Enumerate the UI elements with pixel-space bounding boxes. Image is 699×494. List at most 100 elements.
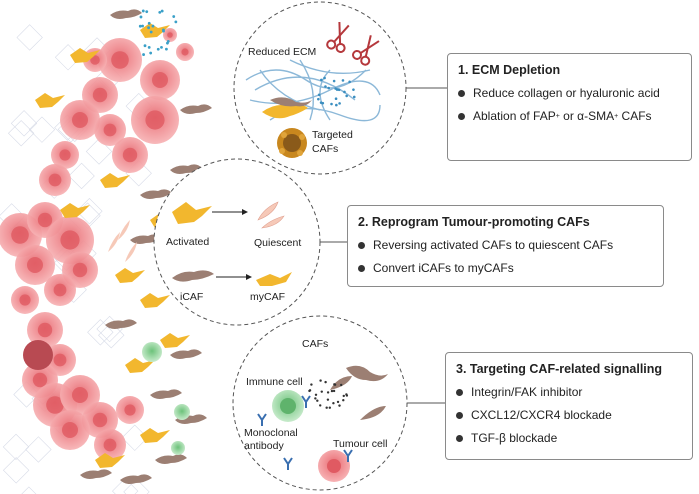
tumour-nucleus bbox=[122, 147, 138, 163]
tumour-nucleus bbox=[11, 226, 29, 244]
antibody-icon bbox=[283, 457, 293, 470]
signal-dot bbox=[143, 44, 147, 48]
ecm-mesh bbox=[2, 433, 30, 461]
targeted-cafs-label: CAFs bbox=[312, 143, 338, 155]
signal-dot bbox=[147, 26, 151, 30]
antibody-label: antibody bbox=[244, 440, 284, 452]
hyaluronic-dot bbox=[341, 79, 345, 82]
tumour-nucleus bbox=[181, 48, 189, 56]
caf bbox=[80, 469, 112, 479]
caf bbox=[110, 9, 142, 19]
tumour-nucleus bbox=[111, 51, 129, 69]
activated-caf-icon bbox=[172, 202, 212, 224]
hyaluronic-dot bbox=[345, 94, 348, 98]
ecm-mesh bbox=[25, 436, 52, 463]
caf-icon bbox=[346, 365, 388, 382]
ecm-depletion-panel: 1. ECM Depletion Reduce collagen or hyal… bbox=[447, 53, 692, 161]
signal-dot bbox=[310, 383, 313, 386]
signal-dot bbox=[342, 394, 345, 398]
signal-dot bbox=[165, 47, 168, 51]
quiescent-caf-icon bbox=[257, 201, 279, 221]
hyaluronic-dot bbox=[324, 85, 327, 88]
hyaluronic-dot bbox=[332, 79, 336, 83]
quiescent-caf bbox=[118, 220, 130, 240]
immune-cell bbox=[171, 441, 185, 455]
signal-dot bbox=[332, 402, 335, 405]
bullet-icon bbox=[458, 112, 465, 120]
tumour-cell-icon bbox=[318, 450, 350, 482]
bullet-icon bbox=[358, 264, 365, 272]
tumour-tissue-illustration bbox=[0, 9, 212, 494]
signal-dot bbox=[320, 390, 323, 393]
signal-dot bbox=[147, 45, 151, 49]
immune-cell bbox=[174, 404, 190, 420]
ecm-fibre bbox=[249, 80, 381, 104]
signal-dot bbox=[162, 29, 165, 33]
tumour-nucleus bbox=[72, 387, 88, 403]
ecm-mesh bbox=[10, 110, 38, 137]
activated-caf bbox=[160, 333, 190, 348]
panel-title: 2. Reprogram Tumour-promoting CAFs bbox=[358, 215, 590, 229]
panel-item: Reduce collagen or hyaluronic acid bbox=[458, 86, 681, 100]
signal-dot bbox=[141, 9, 145, 13]
connectors bbox=[320, 87, 447, 404]
signal-dot bbox=[138, 24, 142, 28]
signal-dot bbox=[174, 20, 178, 24]
panel-title: 3. Targeting CAF-related signalling bbox=[456, 362, 663, 376]
caf bbox=[150, 389, 182, 399]
ecm-fibre bbox=[319, 69, 331, 121]
tumour-nucleus bbox=[92, 412, 108, 428]
cafs-label: CAFs bbox=[302, 338, 328, 350]
signal-dot bbox=[326, 391, 330, 394]
bullet-icon bbox=[456, 411, 463, 419]
tumour-nucleus bbox=[124, 404, 136, 416]
hyaluronic-dot bbox=[334, 87, 337, 90]
tumour-nucleus bbox=[167, 32, 173, 38]
signal-dot bbox=[316, 399, 319, 402]
signal-dot bbox=[139, 15, 143, 19]
tumour-nucleus bbox=[72, 262, 88, 278]
hyaluronic-dot bbox=[338, 102, 341, 105]
hyaluronic-dot bbox=[323, 76, 326, 80]
reprogram-panel: 2. Reprogram Tumour-promoting CAFs Rever… bbox=[347, 205, 664, 287]
activated-caf bbox=[100, 173, 130, 188]
tumour-nucleus bbox=[103, 438, 117, 452]
ecm-mesh bbox=[68, 162, 95, 190]
bullet-icon bbox=[456, 434, 463, 442]
tumour-nucleus bbox=[103, 123, 117, 137]
signal-dot bbox=[156, 47, 160, 51]
quiescent-caf bbox=[108, 232, 120, 252]
tumour-nucleus bbox=[59, 149, 71, 161]
signal-dot bbox=[149, 30, 153, 34]
activated-caf bbox=[125, 358, 155, 373]
signalling-molecules bbox=[308, 379, 349, 409]
immune-cell bbox=[142, 342, 162, 362]
signalling-panel: 3. Targeting CAF-related signalling Inte… bbox=[445, 352, 693, 460]
signal-dot bbox=[145, 10, 149, 14]
activated-caf bbox=[60, 203, 90, 218]
activated-caf bbox=[140, 428, 170, 443]
arrow-head bbox=[246, 274, 252, 280]
tumour-nucleus bbox=[62, 422, 78, 438]
quiescent-caf-icon bbox=[261, 215, 285, 229]
caf bbox=[180, 104, 212, 114]
signal-dot bbox=[314, 397, 317, 400]
ecm-depletion-circle: Reduced ECM Targeted CAFs bbox=[233, 1, 407, 175]
mycaf-label: myCAF bbox=[250, 291, 285, 303]
signal-dot bbox=[328, 406, 332, 409]
hyaluronic-dot bbox=[348, 80, 351, 84]
signal-dot bbox=[172, 15, 176, 18]
hyaluronic-dot bbox=[317, 97, 320, 101]
signal-dot bbox=[319, 404, 322, 407]
hyaluronic-dot bbox=[352, 88, 355, 91]
signal-dot bbox=[319, 379, 322, 382]
ecm-mesh bbox=[15, 486, 43, 494]
signal-dot bbox=[333, 383, 337, 386]
signal-dot bbox=[166, 39, 170, 43]
antibody-icon bbox=[343, 449, 353, 462]
tumour-nucleus bbox=[53, 283, 67, 297]
activated-caf bbox=[140, 293, 170, 308]
signal-dot bbox=[324, 380, 327, 384]
signal-dot bbox=[151, 24, 155, 28]
tumour-nucleus bbox=[72, 112, 88, 128]
